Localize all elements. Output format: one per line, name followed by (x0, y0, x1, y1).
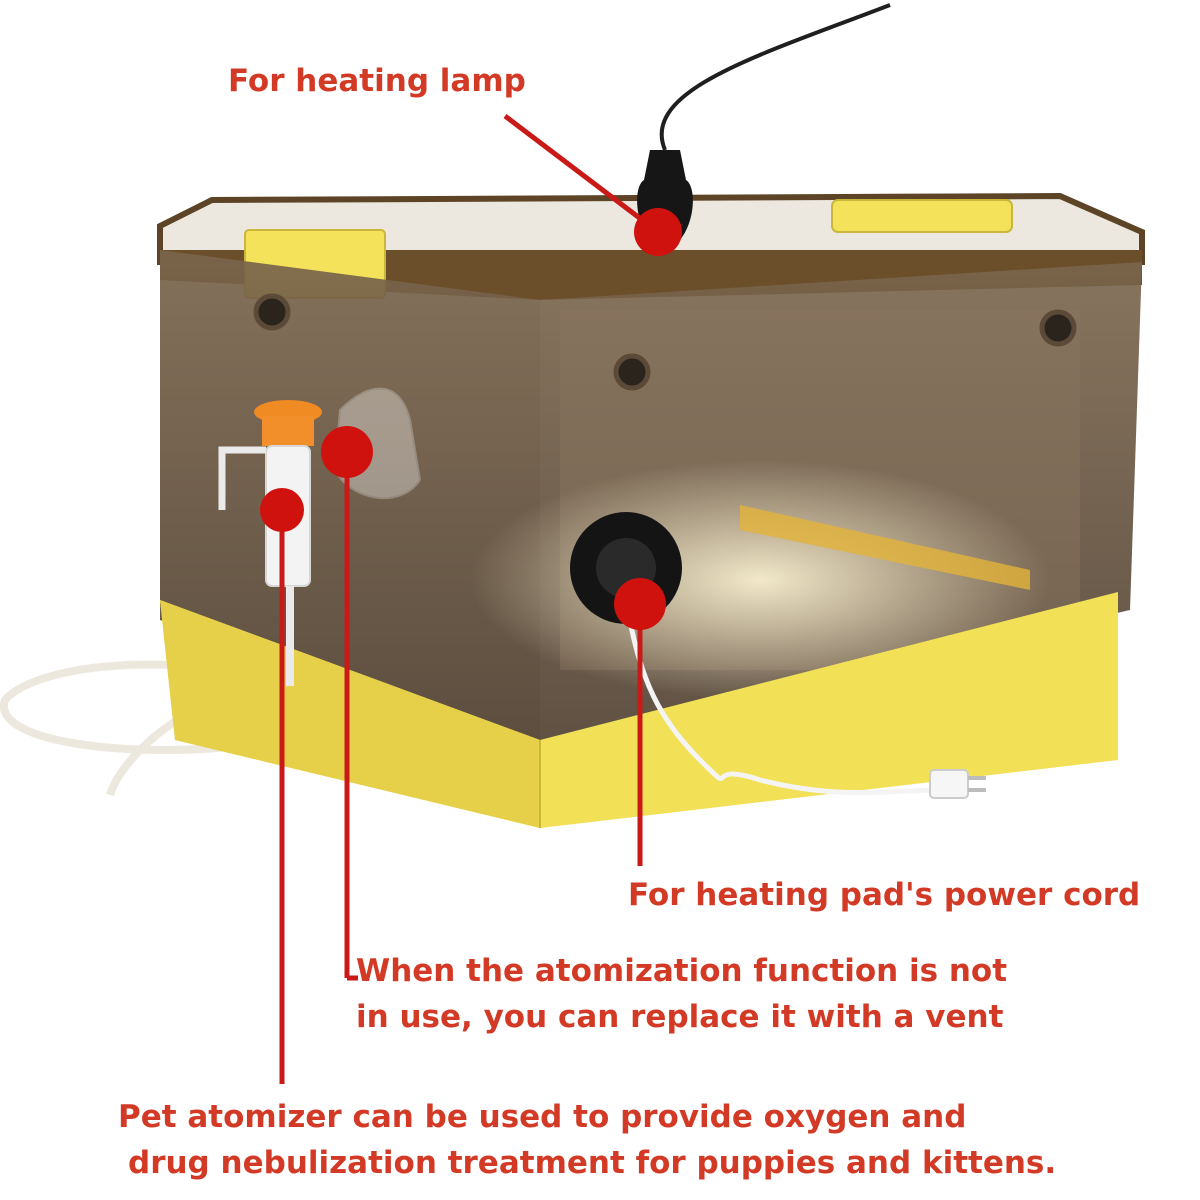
callout-dot-pet (260, 488, 304, 532)
grommet-icon (1039, 309, 1077, 347)
label-pet-atomizer: Pet atomizer can be used to provide oxyg… (118, 1094, 1056, 1186)
label-atomization-line-2: in use, you can replace it with a vent (356, 999, 1004, 1035)
label-atomization-line-1: When the atomization function is not (356, 953, 1008, 989)
callout-dot-pad (614, 578, 666, 630)
latch-right (831, 199, 1013, 233)
callout-dot-lamp (634, 208, 682, 256)
power-plug-icon (929, 769, 969, 799)
grommet-icon (253, 293, 291, 331)
label-pet-atomizer-line-2: drug nebulization treatment for puppies … (128, 1145, 1057, 1181)
inner-floor-edge (740, 505, 1030, 590)
grommet-icon (613, 353, 651, 391)
base-side (160, 600, 540, 828)
callout-line-lamp (503, 114, 660, 234)
pad-power-cord (625, 609, 951, 795)
callout-dot-atomization (321, 426, 373, 478)
label-heating-pad-cord: For heating pad's power cord (628, 877, 1141, 913)
label-atomization-vent: When the atomization function is not in … (356, 948, 1007, 1040)
label-heating-lamp: For heating lamp (228, 63, 526, 99)
side-panel (160, 250, 540, 745)
lamp-cord (659, 3, 891, 151)
label-pet-atomizer-line-1: Pet atomizer can be used to provide oxyg… (118, 1099, 967, 1135)
